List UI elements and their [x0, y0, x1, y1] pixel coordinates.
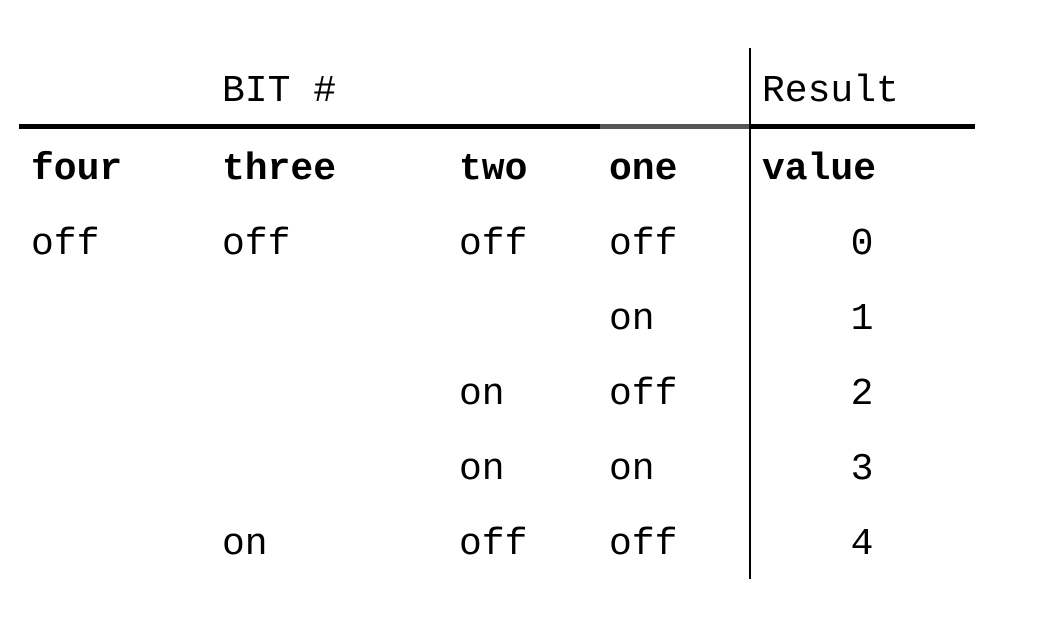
cell-three: off	[222, 223, 291, 266]
cell-three: on	[222, 523, 268, 566]
cell-value: 3	[850, 448, 874, 491]
column-header-four: four	[31, 148, 123, 191]
cell-one: off	[609, 223, 678, 266]
cell-one: on	[609, 448, 655, 491]
result-header: Result	[762, 70, 899, 113]
bit-group-header: BIT #	[222, 70, 337, 113]
column-header-one: one	[609, 148, 678, 191]
cell-one: off	[609, 523, 678, 566]
cell-four: off	[31, 223, 100, 266]
column-header-two: two	[459, 148, 528, 191]
cell-value: 2	[850, 373, 874, 416]
header-rule-mid	[600, 124, 750, 129]
cell-two: off	[459, 523, 528, 566]
cell-two: on	[459, 373, 505, 416]
header-rule-right	[750, 124, 975, 129]
cell-value: 1	[850, 298, 874, 341]
column-header-value: value	[762, 148, 877, 191]
cell-one: on	[609, 298, 655, 341]
cell-two: off	[459, 223, 528, 266]
cell-value: 0	[850, 223, 874, 266]
result-divider	[749, 48, 751, 579]
cell-two: on	[459, 448, 505, 491]
cell-value: 4	[850, 523, 874, 566]
column-header-three: three	[222, 148, 337, 191]
cell-one: off	[609, 373, 678, 416]
header-rule-left	[19, 124, 600, 129]
